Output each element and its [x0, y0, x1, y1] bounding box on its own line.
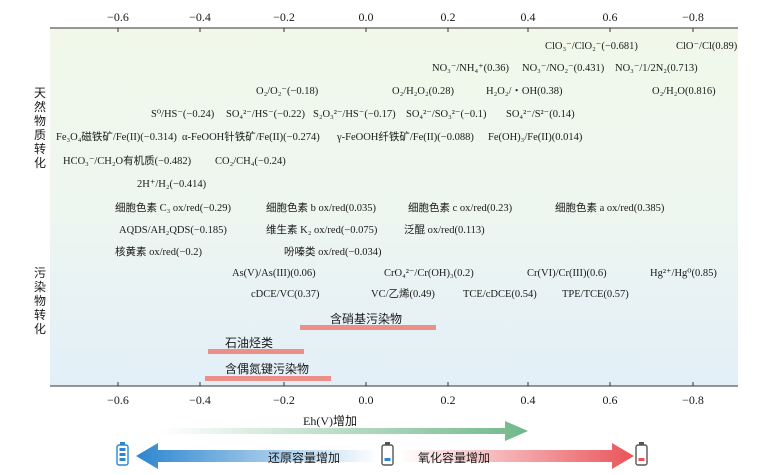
bottom-tick-label: 0.4: [520, 393, 536, 407]
redox-couple-label: Fe₃O₄磁铁矿/Fe(II)(−0.314): [56, 132, 177, 143]
redox-couple-label: 细胞色素 c ox/red(0.23): [408, 203, 513, 214]
redox-couple-label: α-FeOOH针铁矿/Fe(II)(−0.274): [182, 132, 320, 143]
redox-couple-label: SO₄²⁻/HS⁻(−0.22): [226, 109, 305, 120]
redox-couple-label: 吩嗪类 ox/red(−0.034): [284, 247, 382, 258]
bottom-tick-label: −0.2: [273, 393, 295, 407]
oxidation-capacity-label: 氧化容量增加: [418, 451, 491, 465]
pollutant-band-label: 石油烃类: [225, 336, 274, 350]
redox-couple-label: 细胞色素 a ox/red(0.385): [555, 203, 665, 214]
redox-couple-label: O₂/H₂O₂(0.28): [392, 86, 455, 97]
redox-couple-label: NO₃⁻/NO₂⁻(0.431): [522, 63, 605, 74]
top-tick-label: −0.6: [107, 10, 129, 24]
redox-couple-label: CO₂/CH₄(−0.24): [215, 156, 286, 167]
pollutant-transformation-label: 污染物转化: [33, 266, 46, 336]
redox-couple-label: ClO⁻/Cl(0.89): [676, 41, 738, 52]
bottom-tick-label: −0.8: [682, 393, 704, 407]
axis-title: Eh(V)增加: [303, 414, 357, 428]
reduction-capacity-arrow: [136, 443, 378, 469]
redox-couple-label: HCO₃⁻/CH₂O有机质(−0.482): [63, 156, 192, 167]
redox-couple-label: AQDS/AH₂QDS(−0.185): [119, 225, 227, 236]
redox-couple-label: VC/乙烯(0.49): [371, 289, 435, 300]
redox-couple-label: NO₃⁻/NH₄⁺(0.36): [432, 63, 510, 74]
redox-couple-label: TCE/cDCE(0.54): [463, 289, 537, 300]
redox-couple-label: O₂/H₂O(0.816): [652, 86, 716, 97]
redox-couple-label: H₂O₂/・OH(0.38): [486, 86, 563, 97]
natural-transformation-label: 天然物质转化: [33, 86, 46, 170]
battery-full-icon: [116, 442, 129, 466]
redox-couple-label: Fe(OH)₃/Fe(II)(0.014): [488, 132, 583, 143]
top-tick-marks: [117, 28, 694, 32]
pollutant-band-bar: [300, 325, 436, 330]
bottom-tick-label: 0.2: [440, 393, 456, 407]
top-tick-label: −0.4: [189, 10, 211, 24]
eh-increase-arrow: [160, 421, 528, 441]
redox-couple-label: O₂/O₂⁻(−0.18): [256, 86, 319, 97]
redox-couple-label: Cr(VI)/Cr(III)(0.6): [527, 268, 607, 279]
bottom-tick-label: 0.0: [358, 393, 374, 407]
redox-couple-label: 维生素 K₂ ox/red(−0.075): [266, 225, 378, 236]
redox-couple-label: S⁰/HS⁻(−0.24): [151, 109, 215, 120]
pollutant-band-bar: [208, 349, 304, 354]
redox-couple-label: As(V)/As(III)(0.06): [232, 268, 316, 279]
bottom-tick-label: −0.6: [107, 393, 129, 407]
redox-couple-label: 2H⁺/H₂(−0.414): [137, 179, 207, 190]
bottom-tick-marks: [117, 382, 694, 386]
top-tick-label: 0.2: [440, 10, 456, 24]
pollutant-band-bar: [205, 376, 331, 381]
top-tick-label: 0.6: [602, 10, 618, 24]
redox-couple-label: 核黄素 ox/red(−0.2): [115, 247, 202, 258]
pollutant-band-label: 含硝基污染物: [330, 312, 403, 326]
top-tick-label: 0.4: [520, 10, 536, 24]
redox-couple-label: ClO₃⁻/ClO₂⁻(−0.681): [545, 41, 638, 52]
battery-low-icon: [635, 442, 648, 466]
redox-couple-label: γ-FeOOH纤铁矿/Fe(II)(−0.088): [337, 132, 474, 143]
battery-half-icon: [381, 442, 394, 466]
bottom-tick-label: 0.6: [602, 393, 618, 407]
pollutant-band-label: 含偶氮键污染物: [225, 362, 310, 376]
redox-couple-label: cDCE/VC(0.37): [251, 289, 320, 300]
top-tick-label: 0.0: [358, 10, 374, 24]
bottom-tick-label: −0.4: [189, 393, 211, 407]
redox-couple-label: CrO₄²⁻/Cr(OH)₃(0.2): [384, 268, 474, 279]
redox-couple-label: SO₄²⁻/S²⁻(0.14): [506, 109, 575, 120]
redox-couple-label: S₂O₃²⁻/HS⁻(−0.17): [313, 109, 396, 120]
reduction-capacity-label: 还原容量增加: [268, 451, 341, 465]
top-tick-label: −0.2: [273, 10, 295, 24]
redox-couple-label: 细胞色素 C₃ ox/red(−0.29): [115, 203, 232, 214]
redox-couple-label: TPE/TCE(0.57): [562, 289, 629, 300]
redox-couple-label: 泛醌 ox/red(0.113): [404, 225, 485, 236]
redox-couple-label: NO₃⁻/1/2N₂(0.713): [615, 63, 698, 74]
top-tick-label: −0.8: [682, 10, 704, 24]
redox-couple-label: SO₄²⁻/SO₃²⁻(−0.1): [406, 109, 487, 120]
oxidation-capacity-arrow: [400, 443, 634, 469]
redox-couple-label: Hg²⁺/Hg⁰(0.85): [650, 268, 717, 279]
redox-couple-label: 细胞色素 b ox/red(0.035): [266, 203, 376, 214]
